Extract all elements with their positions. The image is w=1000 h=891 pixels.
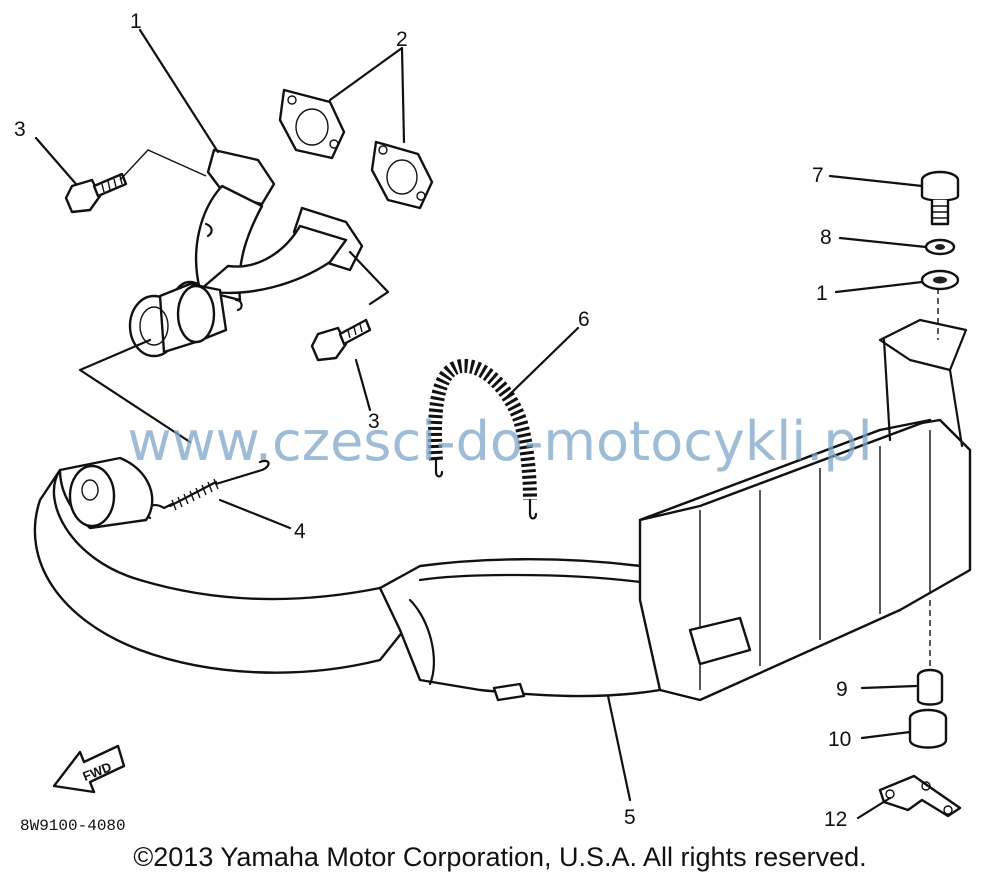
- part-number-12: 12: [824, 808, 847, 831]
- copyright-notice: ©2013 Yamaha Motor Corporation, U.S.A. A…: [133, 842, 867, 872]
- gasket-2: [278, 88, 434, 210]
- leader-lines: [34, 28, 939, 820]
- figure-code: 8W9100-4080: [20, 817, 126, 835]
- exhaust-pipe-1: [128, 148, 364, 358]
- part-number-9: 9: [836, 678, 848, 701]
- damper-10: [908, 708, 948, 749]
- bolt-7: [920, 170, 960, 226]
- bracket-12: [878, 774, 962, 818]
- part-number-2: 2: [396, 28, 408, 51]
- part-number-3-left: 3: [14, 118, 26, 141]
- bolt-3: [64, 172, 372, 362]
- collar-9: [916, 668, 944, 706]
- part-number-1-washer: 1: [816, 282, 828, 305]
- part-number-4: 4: [294, 520, 306, 543]
- watermark: www.czesci-do-motocykli.pl: [127, 410, 872, 473]
- part-number-3-lower: 3: [368, 410, 380, 433]
- part-number-8: 8: [820, 226, 832, 249]
- part-number-6: 6: [578, 308, 590, 331]
- part-number-5: 5: [624, 806, 636, 829]
- fwd-arrow-icon: FWD: [52, 744, 126, 794]
- spring-6: [428, 358, 538, 520]
- lock-washer-8: [924, 238, 956, 256]
- washer-1: [920, 269, 960, 291]
- part-number-10: 10: [828, 728, 851, 751]
- part-number-1: 1: [130, 10, 142, 33]
- part-number-7: 7: [812, 164, 824, 187]
- muffler-5: [33, 318, 972, 702]
